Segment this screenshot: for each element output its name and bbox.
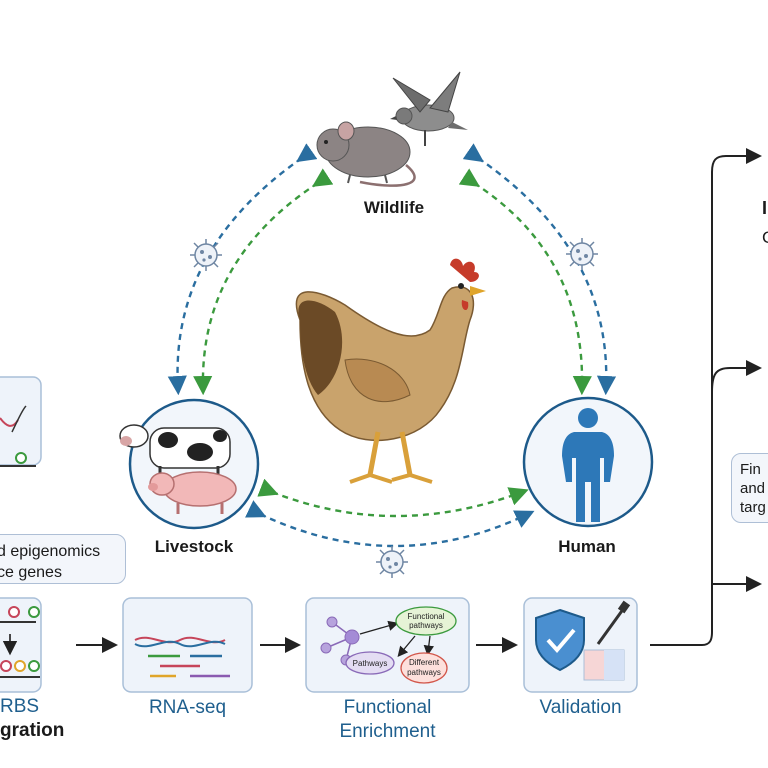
virus-icon-left xyxy=(189,238,223,272)
pigeon-icon xyxy=(390,71,468,146)
validation-label: Validation xyxy=(539,697,622,718)
human-label: Human xyxy=(558,537,616,556)
findings-line-2: and xyxy=(740,480,766,497)
branch-arrow-middle xyxy=(711,360,762,393)
rrbs-label-line2: gration xyxy=(0,720,65,741)
note-line-2: ce genes xyxy=(0,564,62,581)
note-line-1: d epigenomics xyxy=(0,543,101,560)
node-functional-pathways-2: pathways xyxy=(409,621,443,630)
rrbs-panel xyxy=(0,597,42,693)
enrichment-label: Functional Enrichment xyxy=(306,696,469,744)
enrichment-panel: Functional pathways Pathways Different p… xyxy=(305,597,470,693)
plate-icon xyxy=(583,649,625,681)
arrow-wildlife-to-human-blue xyxy=(462,143,617,396)
rnaseq-panel xyxy=(122,597,253,693)
node-different-pathways-2: pathways xyxy=(407,668,441,677)
arrow-livestock-to-human-blue xyxy=(245,500,535,548)
node-functional-pathways-1: Functional xyxy=(408,612,445,621)
shield-check-icon xyxy=(535,608,585,672)
arrow-livestock-to-human-green xyxy=(257,478,529,518)
livestock-node xyxy=(119,398,260,530)
enrichment-label-line2: Enrichment xyxy=(339,721,436,742)
findings-line-1: Fin xyxy=(740,461,761,478)
wildlife-label: Wildlife xyxy=(364,198,424,217)
arrow-wildlife-to-livestock-blue xyxy=(167,143,318,396)
cow-icon xyxy=(119,424,231,478)
rnaseq-label: RNA-seq xyxy=(148,697,227,718)
virus-icon-right xyxy=(565,237,599,271)
pipette-icon xyxy=(596,600,631,645)
enrichment-label-line1: Functional xyxy=(343,697,432,718)
node-pathways: Pathways xyxy=(353,659,388,668)
findings-note: Fin and targ xyxy=(731,453,768,523)
pig-icon xyxy=(148,471,237,514)
right-panel-title-fragment: I xyxy=(762,198,768,218)
rat-icon xyxy=(316,121,416,187)
rrbs-label-line1: RBS xyxy=(0,696,40,717)
node-different-pathways-1: Different xyxy=(409,658,440,667)
arrow-wildlife-to-livestock-green xyxy=(193,168,334,396)
right-panel-subtitle-fragment: C xyxy=(762,228,768,248)
epigenomics-note: d epigenomics ce genes xyxy=(0,534,126,584)
virus-icon-bottom xyxy=(375,545,409,579)
chicken-icon xyxy=(295,258,486,484)
branch-connector xyxy=(650,148,762,646)
human-node xyxy=(522,396,654,528)
findings-line-3: targ xyxy=(740,499,766,516)
livestock-label: Livestock xyxy=(155,537,234,556)
arrow-wildlife-to-human-green xyxy=(458,168,592,396)
human-silhouette-icon xyxy=(562,408,614,522)
left-top-panel xyxy=(0,376,42,467)
validation-panel xyxy=(523,597,638,693)
